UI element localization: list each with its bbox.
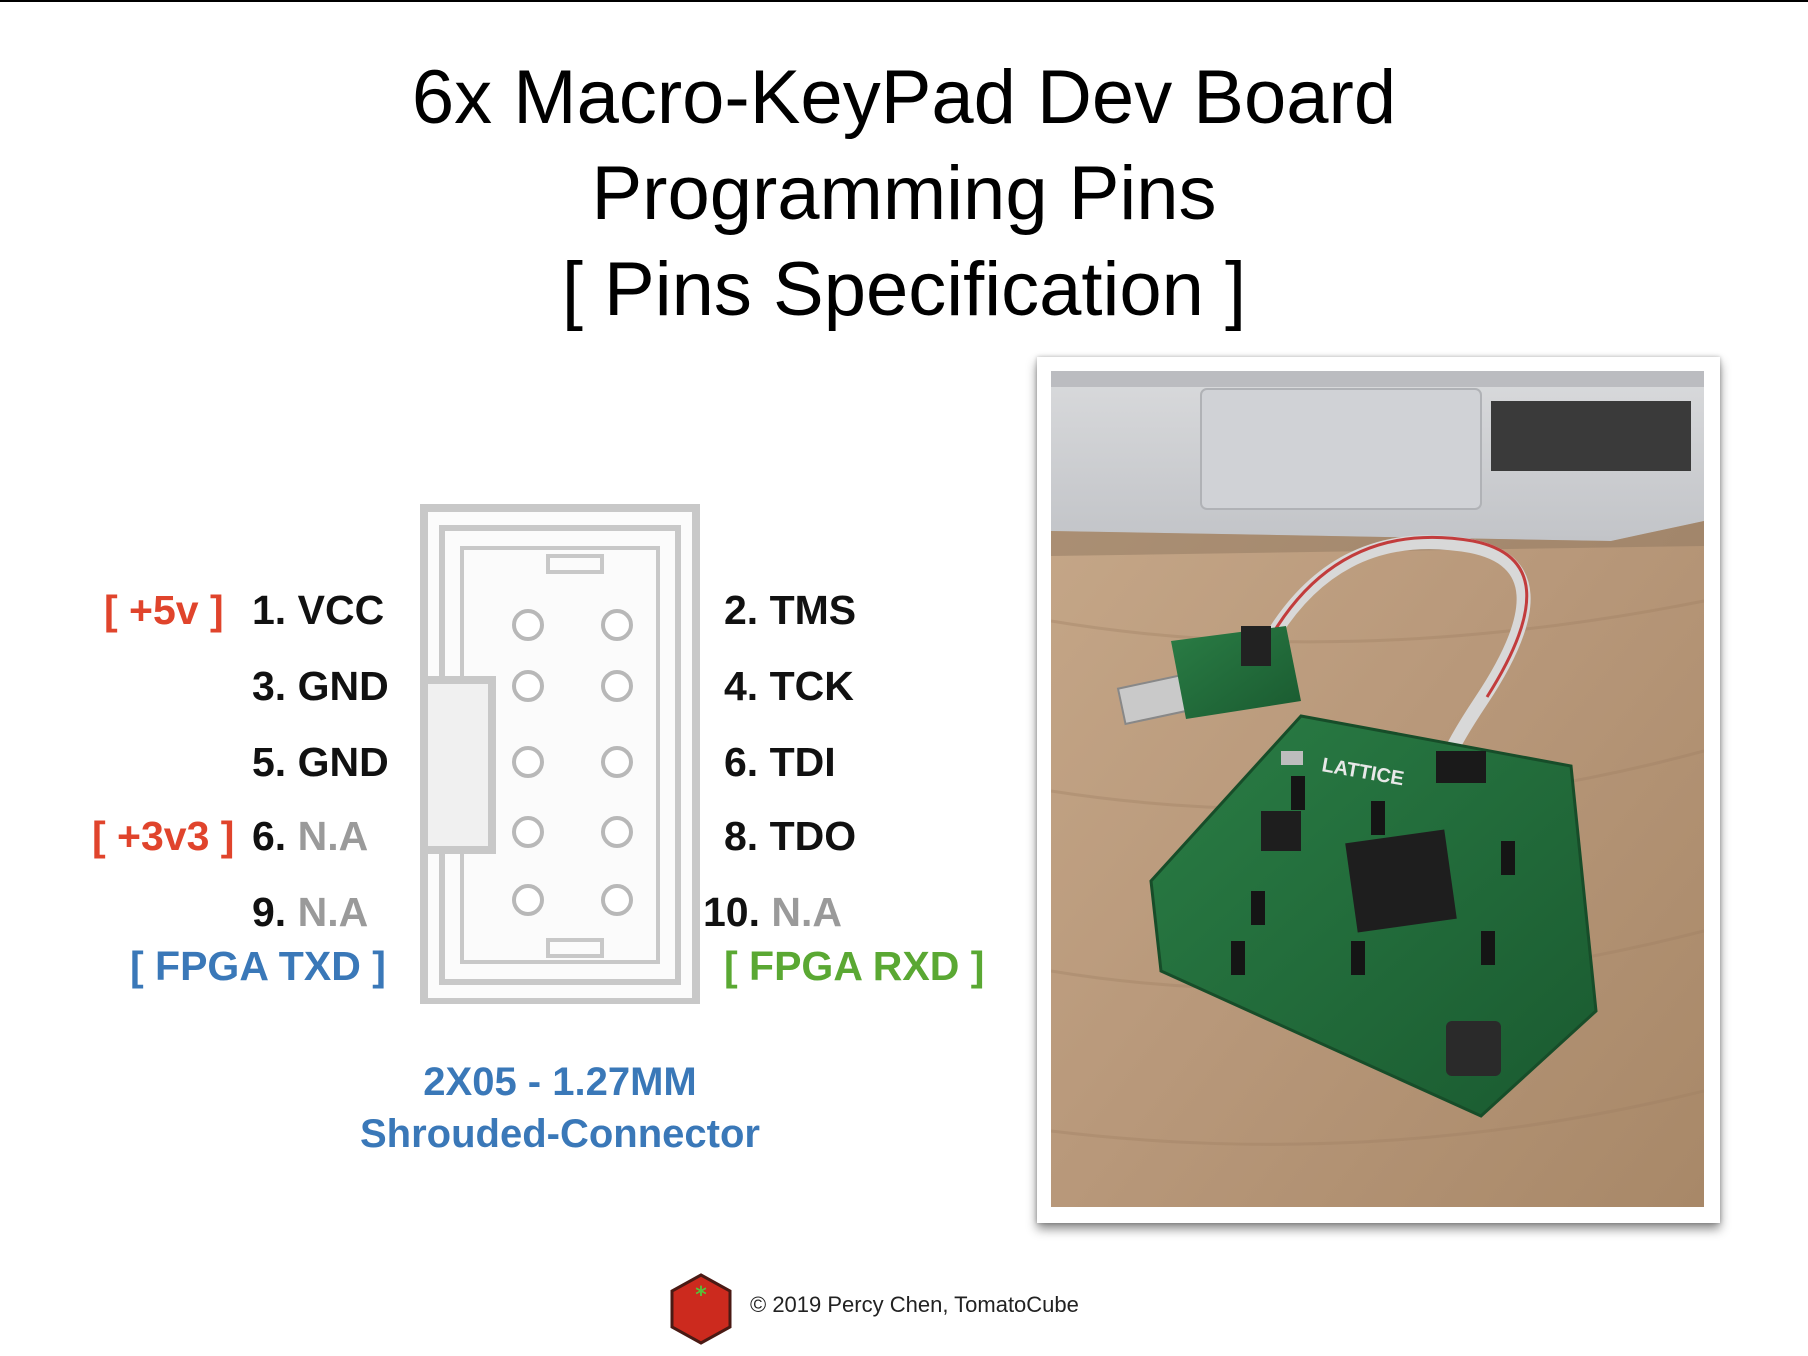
pin-label-1: 1. VCC (252, 586, 384, 634)
programmer-connector (1241, 626, 1271, 666)
pin-number: 3. (252, 663, 287, 709)
page-title: 6x Macro-KeyPad Dev Board Programming Pi… (0, 50, 1808, 338)
dev-board: LATTICE (1149, 714, 1598, 1118)
pin-number: 2. (724, 587, 759, 633)
dev-board-header (1436, 751, 1486, 783)
tomato-cube-logo-icon: * (670, 1273, 732, 1345)
laptop-shadow (1051, 521, 1704, 556)
pin-name: N.A (771, 889, 843, 935)
laptop-sticker (1491, 401, 1691, 471)
pin-number: 6. (252, 813, 287, 859)
usb-port (1281, 751, 1303, 765)
pin-label-4: 4. TCK (724, 662, 854, 710)
connector-caption-line-1: 2X05 - 1.27MM (423, 1060, 697, 1104)
ribbon-cable (1254, 535, 1531, 782)
footer-copyright: © 2019 Percy Chen, TomatoCube (750, 1292, 1079, 1317)
pin-hole-1 (512, 609, 544, 641)
pin-name: GND (297, 663, 389, 709)
pin-label-3: 3. GND (252, 662, 389, 710)
pin-label-6: 6. TDI (724, 738, 836, 786)
pin-hole-9 (512, 884, 544, 916)
pin-number: 8. (724, 813, 759, 859)
pin-hole-2 (601, 609, 633, 641)
pin-hole-10 (601, 884, 633, 916)
title-line-2: Programming Pins (591, 151, 1217, 236)
pin-label-10: 10. N.A (703, 888, 842, 936)
connector-pin-holes (512, 609, 633, 916)
pin-name: TDI (769, 739, 836, 785)
pin-name: VCC (297, 587, 385, 633)
pin-number: 10. (703, 889, 760, 935)
pin-name: N.A (297, 813, 369, 859)
fpga-chip (1345, 829, 1457, 933)
pin-name: GND (297, 739, 389, 785)
pin-number: 1. (252, 587, 287, 633)
pin-number: 9. (252, 889, 287, 935)
connector-top-notch (546, 554, 604, 574)
pin-hole-7 (512, 816, 544, 848)
chip-2 (1261, 811, 1301, 851)
pin-label-5: 5. GND (252, 738, 389, 786)
pin-number: 4. (724, 663, 759, 709)
pin-label-7: 6. N.A (252, 812, 368, 860)
ribbon-cable-stripe (1261, 535, 1529, 698)
pin-name: TDO (769, 813, 857, 859)
pin-label-9: 9. N.A (252, 888, 368, 936)
pin-label-8: 8. TDO (724, 812, 856, 860)
tag-fpga-rxd: [ FPGA RXD ] (724, 943, 985, 989)
pin-hole-5 (512, 746, 544, 778)
tag-plus5v: [ +5v ] (104, 587, 224, 633)
jumpers (1231, 776, 1515, 975)
pin-number: 6. (724, 739, 759, 785)
pin-name: TMS (769, 587, 857, 633)
pin-hole-4 (601, 670, 633, 702)
connector-caption: 2X05 - 1.27MM Shrouded-Connector (300, 1056, 820, 1160)
pin-hole-3 (512, 670, 544, 702)
laptop-keys (1051, 371, 1704, 387)
pin-number: 5. (252, 739, 287, 785)
pin-name: TCK (769, 663, 854, 709)
svg-text:*: * (695, 1283, 707, 1308)
usb-programmer (1116, 626, 1301, 726)
tag-fpga-txd: [ FPGA TXD ] (130, 943, 386, 989)
tag-plus3v3: [ +3v3 ] (92, 813, 235, 859)
top-border (0, 0, 1808, 2)
connector-bottom-notch (546, 938, 604, 958)
connector-caption-line-2: Shrouded-Connector (360, 1112, 760, 1156)
pin-name: N.A (297, 889, 369, 935)
board-photo-illustration: LATTICE (1051, 371, 1704, 1207)
buzzer (1446, 1021, 1501, 1076)
board-photo-frame: LATTICE (1037, 357, 1720, 1223)
title-line-3: [ Pins Specification ] (561, 247, 1247, 332)
pin-hole-8 (601, 816, 633, 848)
board-photo: LATTICE (1051, 371, 1704, 1207)
laptop-touchpad (1200, 388, 1482, 510)
pin-hole-6 (601, 746, 633, 778)
pin-label-2: 2. TMS (724, 586, 856, 634)
connector-key-slot (420, 676, 496, 854)
connector-diagram (420, 504, 700, 1004)
title-line-1: 6x Macro-KeyPad Dev Board (411, 55, 1397, 140)
